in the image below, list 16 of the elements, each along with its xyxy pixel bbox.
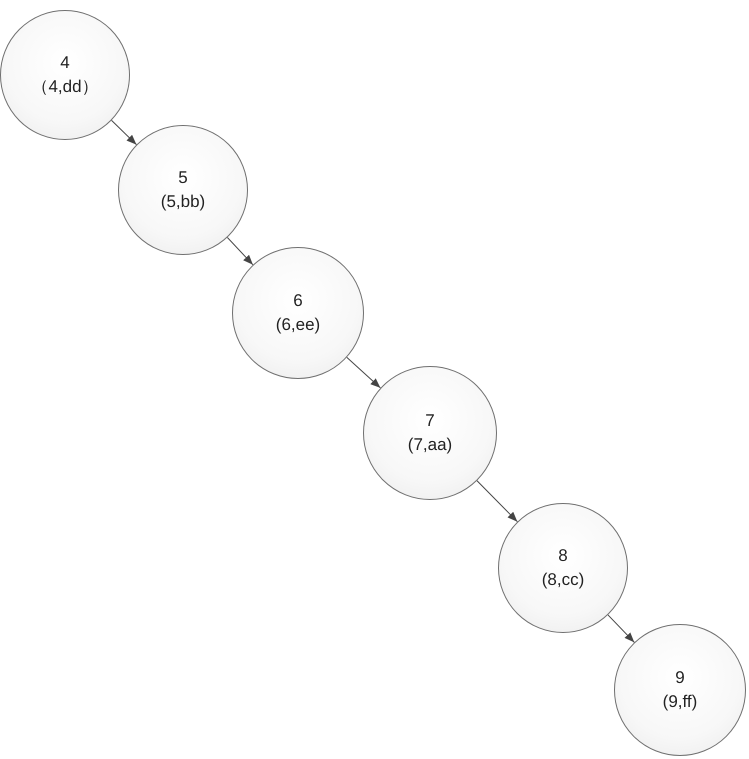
- node-entry: (6,ee): [276, 314, 320, 336]
- node-entry: (5,bb): [160, 191, 206, 213]
- node-key: 8: [558, 544, 568, 568]
- node-entry: （4,dd）: [31, 76, 99, 98]
- node-key: 6: [293, 289, 303, 313]
- arrow: [476, 480, 518, 522]
- node-key: 7: [425, 409, 435, 433]
- node-entry: (7,aa): [408, 434, 452, 456]
- arrow: [111, 120, 137, 146]
- arrow: [226, 236, 254, 266]
- arrow: [346, 356, 381, 388]
- node-entry: (9,ff): [662, 691, 698, 713]
- node-entry: (8,cc): [542, 569, 584, 591]
- node-key: 9: [675, 666, 685, 690]
- node-key: 4: [60, 51, 70, 75]
- node-key: 5: [178, 166, 188, 190]
